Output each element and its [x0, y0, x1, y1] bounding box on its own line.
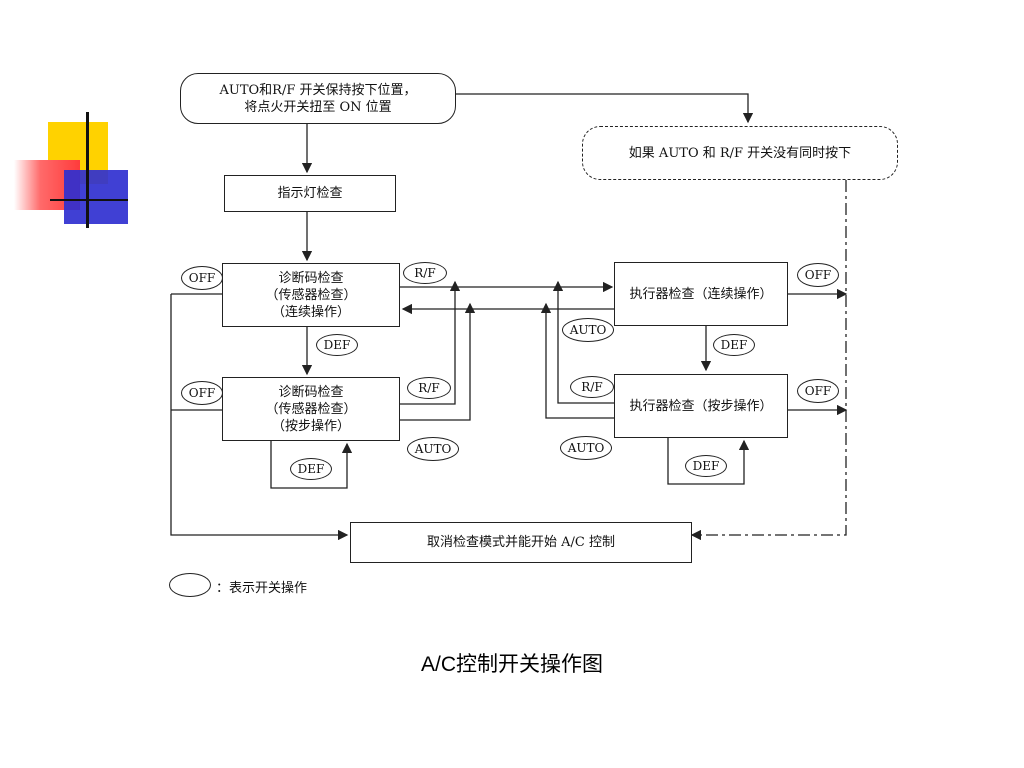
diag-continuous-line-1: 诊断码检查: [278, 270, 344, 286]
decor-horizontal-line: [50, 199, 128, 201]
start-box: AUTO和R/F 开关保持按下位置， 将点火开关扭至 ON 位置: [180, 73, 456, 124]
actuator-step-box: 执行器检查（按步操作）: [614, 374, 788, 438]
not-pressed-label: 如果 AUTO 和 R/F 开关没有同时按下: [628, 145, 852, 161]
indicator-check-box: 指示灯检查: [224, 175, 396, 212]
switch-rf-actuator-step: R/F: [570, 376, 614, 398]
start-line-1: AUTO和R/F 开关保持按下位置，: [219, 82, 417, 98]
diag-step-line-2: （传感器检查）: [265, 401, 357, 417]
diag-step-line-1: 诊断码检查: [278, 384, 344, 400]
decor-blue-square: [64, 170, 128, 224]
switch-def-actuator: DEF: [713, 334, 755, 356]
actuator-continuous-box: 执行器检查（连续操作）: [614, 262, 788, 326]
switch-auto-actuator-continuous: AUTO: [562, 318, 614, 342]
switch-off-actuator-step: OFF: [797, 379, 839, 403]
switch-def-actuator-step-loop: DEF: [685, 455, 727, 477]
figure-caption: A/C控制开关操作图: [420, 653, 603, 676]
indicator-check-label: 指示灯检查: [277, 186, 343, 201]
diag-step-box: 诊断码检查 （传感器检查） （按步操作）: [222, 377, 400, 441]
switch-off-diag-continuous: OFF: [181, 266, 223, 290]
cancel-mode-box: 取消检查模式并能开始 A/C 控制: [350, 522, 692, 563]
cancel-mode-label: 取消检查模式并能开始 A/C 控制: [427, 535, 615, 550]
diag-continuous-line-3: （连续操作）: [271, 304, 350, 320]
decor-vertical-line: [86, 112, 89, 228]
switch-def-diag-step-loop: DEF: [290, 458, 332, 480]
switch-rf-diag-continuous: R/F: [403, 262, 447, 284]
switch-def-diag: DEF: [316, 334, 358, 356]
diag-continuous-line-2: （传感器检查）: [265, 287, 357, 303]
switch-off-diag-step: OFF: [181, 381, 223, 405]
diag-continuous-box: 诊断码检查 （传感器检查） （连续操作）: [222, 263, 400, 327]
actuator-step-label: 执行器检查（按步操作）: [629, 398, 773, 414]
switch-off-actuator-continuous: OFF: [797, 263, 839, 287]
start-line-2: 将点火开关扭至 ON 位置: [244, 99, 392, 115]
legend-text: ：表示开关操作: [216, 581, 308, 596]
legend-oval: [169, 573, 211, 597]
switch-auto-diag-step: AUTO: [407, 437, 459, 461]
switch-auto-actuator-step: AUTO: [560, 436, 612, 460]
not-pressed-box: 如果 AUTO 和 R/F 开关没有同时按下: [582, 126, 898, 180]
diag-step-line-3: （按步操作）: [271, 418, 350, 434]
switch-rf-diag-step: R/F: [407, 377, 451, 399]
actuator-continuous-label: 执行器检查（连续操作）: [629, 286, 773, 302]
